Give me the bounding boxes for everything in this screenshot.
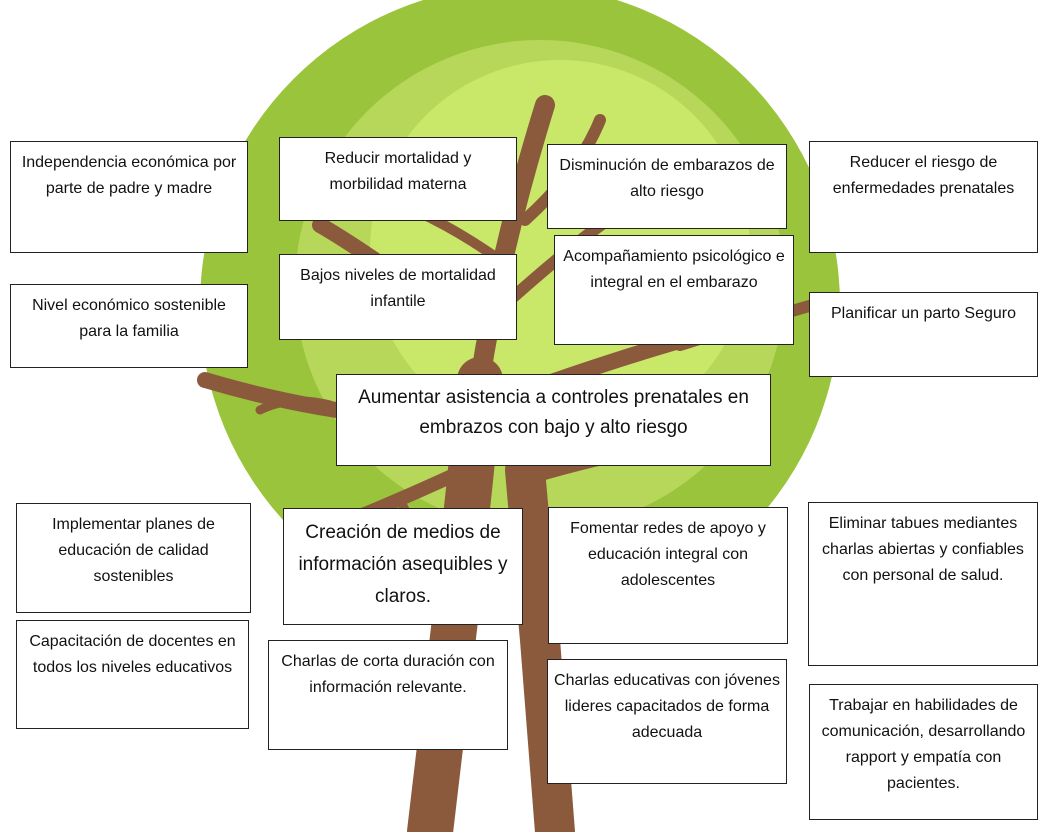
means-box-8: Trabajar en habilidades de comunicación,… bbox=[809, 684, 1038, 820]
means-box-7: Charlas educativas con jóvenes lideres c… bbox=[547, 659, 787, 784]
end-box-1: Independencia económica por parte de pad… bbox=[10, 141, 248, 253]
central-objective-box: Aumentar asistencia a controles prenatal… bbox=[336, 374, 771, 466]
end-box-7: Acompañamiento psicológico e integral en… bbox=[554, 235, 794, 345]
means-box-2: Creación de medios de información asequi… bbox=[283, 508, 523, 625]
means-box-5: Capacitación de docentes en todos los ni… bbox=[16, 620, 249, 729]
end-box-4: Reducer el riesgo de enfermedades prenat… bbox=[809, 141, 1038, 253]
end-box-6: Bajos niveles de mortalidad infantile bbox=[279, 254, 517, 340]
means-box-1: Implementar planes de educación de calid… bbox=[16, 503, 251, 613]
end-box-5: Nivel económico sostenible para la famil… bbox=[10, 284, 248, 368]
end-box-2: Reducir mortalidad y morbilidad materna bbox=[279, 137, 517, 221]
means-box-4: Eliminar tabues mediantes charlas abiert… bbox=[808, 502, 1038, 666]
means-box-6: Charlas de corta duración con informació… bbox=[268, 640, 508, 750]
end-box-8: Planificar un parto Seguro bbox=[809, 292, 1038, 377]
means-box-3: Fomentar redes de apoyo y educación inte… bbox=[548, 507, 788, 644]
end-box-3: Disminución de embarazos de alto riesgo bbox=[547, 144, 787, 229]
